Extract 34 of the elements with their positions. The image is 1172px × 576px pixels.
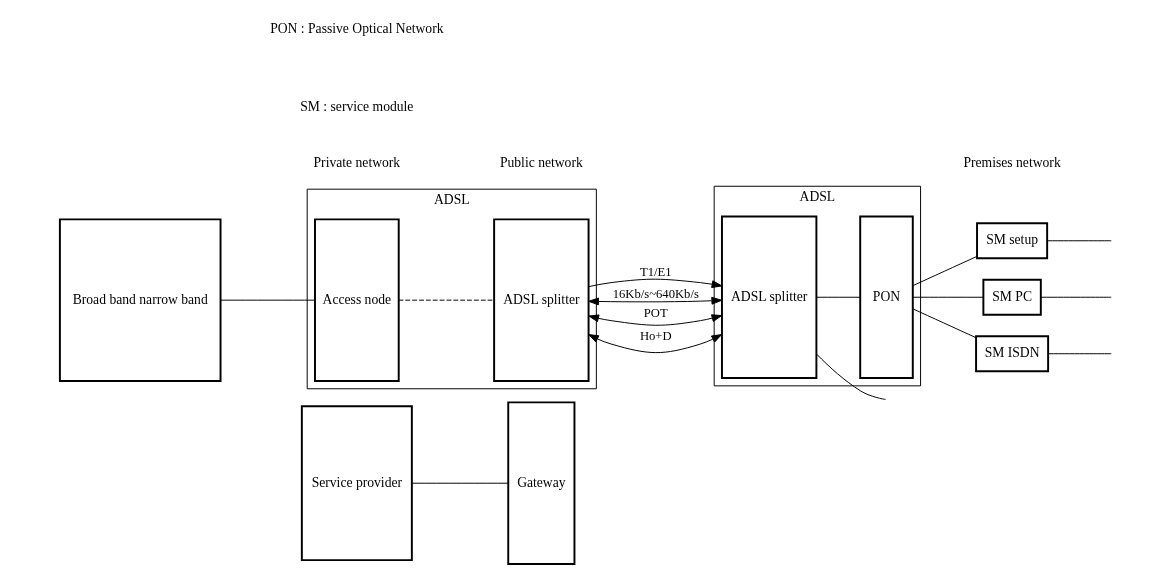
connector — [912, 296, 984, 298]
connector — [220, 299, 316, 301]
label: SM : service module — [300, 99, 414, 114]
connector — [1040, 296, 1112, 298]
edge-label: POT — [643, 306, 668, 321]
node-box: SM setup — [976, 222, 1049, 260]
connector — [411, 482, 509, 484]
node-box: SM PC — [982, 278, 1042, 316]
node-box: PON — [859, 215, 914, 380]
label: Private network — [313, 155, 401, 171]
label: PON : Passive Optical Network — [270, 21, 444, 37]
node-box: Service provider — [300, 405, 413, 562]
label: Premises network — [963, 155, 1061, 171]
label: Public network — [499, 155, 583, 171]
arrow — [588, 334, 723, 354]
node-box: ADSL splitter — [493, 218, 590, 382]
node-box: SM ISDN — [975, 335, 1050, 373]
arrow — [588, 296, 723, 306]
arrow — [588, 278, 723, 289]
connector — [912, 308, 977, 339]
node-box: Broad band narrow band — [58, 218, 222, 382]
node-box: Access node — [314, 218, 400, 382]
node-box: ADSL splitter — [721, 215, 818, 380]
connector — [1047, 353, 1112, 355]
connector — [1046, 240, 1112, 242]
edge-label: T1/E1 — [639, 265, 672, 280]
connector — [398, 299, 495, 301]
connector — [815, 296, 861, 298]
connector — [816, 353, 886, 400]
edge-label: 16Kb/s~640Kb/s — [612, 286, 699, 301]
arrow — [588, 314, 723, 326]
edge-label: Ho+D — [639, 329, 672, 344]
node-box: Gateway — [507, 401, 576, 565]
connector — [912, 255, 978, 287]
